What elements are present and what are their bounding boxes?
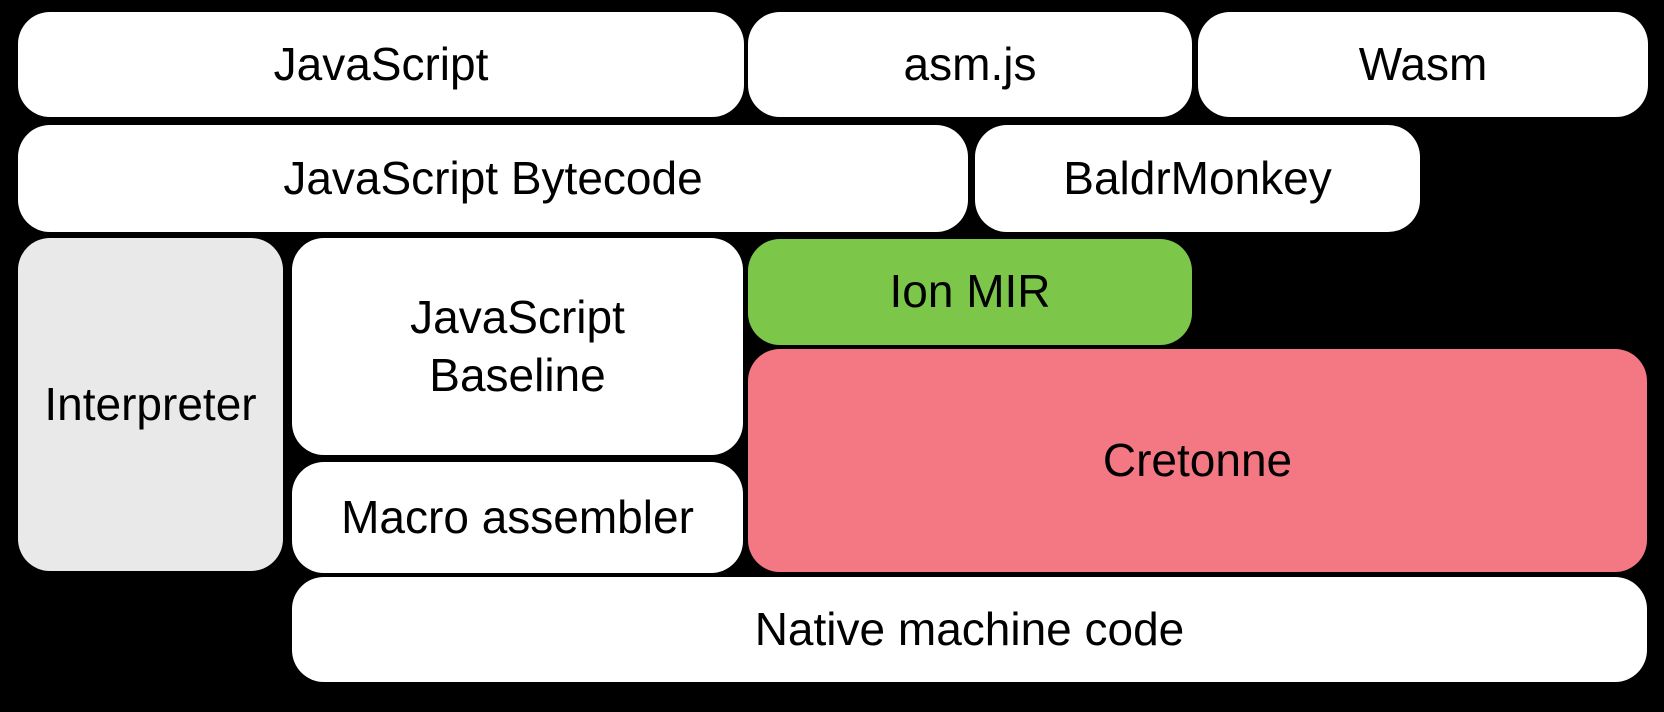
node-interpreter: Interpreter bbox=[18, 238, 283, 571]
node-wasm-label: Wasm bbox=[1358, 37, 1488, 90]
node-ion-mir-label: Ion MIR bbox=[889, 265, 1051, 318]
node-asm-js: asm.js bbox=[748, 12, 1192, 117]
node-macro-assembler: Macro assembler bbox=[292, 462, 743, 573]
node-baldrmonkey: BaldrMonkey bbox=[975, 125, 1420, 232]
node-baldrmonkey-label: BaldrMonkey bbox=[1063, 151, 1332, 204]
node-native-machine-code: Native machine code bbox=[292, 577, 1647, 682]
node-macro-assembler-label: Macro assembler bbox=[341, 490, 694, 543]
node-javascript-baseline-label: JavaScript Baseline bbox=[410, 291, 625, 401]
node-wasm: Wasm bbox=[1198, 12, 1648, 117]
node-asm-js-label: asm.js bbox=[903, 37, 1037, 90]
node-cretonne-label: Cretonne bbox=[1102, 433, 1293, 486]
node-cretonne: Cretonne bbox=[748, 349, 1647, 572]
node-native-machine-code-label: Native machine code bbox=[754, 602, 1185, 655]
node-javascript-baseline: JavaScript Baseline bbox=[292, 238, 743, 455]
node-javascript-bytecode-label: JavaScript Bytecode bbox=[283, 151, 703, 204]
node-javascript: JavaScript bbox=[18, 12, 744, 117]
node-interpreter-label: Interpreter bbox=[44, 377, 257, 430]
node-ion-mir: Ion MIR bbox=[748, 239, 1192, 345]
node-javascript-bytecode: JavaScript Bytecode bbox=[18, 125, 968, 232]
node-javascript-label: JavaScript bbox=[273, 37, 489, 90]
